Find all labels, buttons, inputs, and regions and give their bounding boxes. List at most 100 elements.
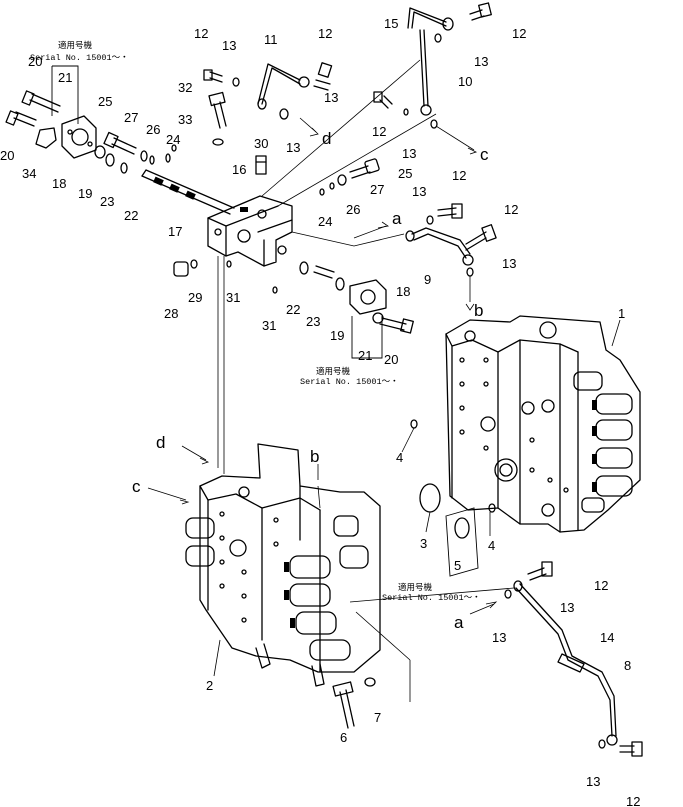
serial-range: Serial No. 15001～・ <box>300 377 399 387</box>
callout-21: 21 <box>58 70 72 85</box>
ref-b: b <box>474 301 483 320</box>
callout-13: 13 <box>324 90 338 105</box>
ref-a: a <box>454 613 464 632</box>
callout-22: 22 <box>286 302 300 317</box>
callout-27: 27 <box>370 182 384 197</box>
callout-12: 12 <box>372 124 386 139</box>
tube-part-9 <box>405 203 497 277</box>
callout-28: 28 <box>164 306 178 321</box>
callout-32: 32 <box>178 80 192 95</box>
callout-24: 24 <box>318 214 332 229</box>
callout-20: 20 <box>28 54 42 69</box>
tube-parts-8-14 <box>504 561 643 757</box>
serial-range: Serial No. 15001～・ <box>382 593 481 603</box>
main-valve-part-1 <box>445 315 641 533</box>
fittings-middle-24-27 <box>319 158 380 196</box>
callout-10: 10 <box>458 74 472 89</box>
ref-a: a <box>392 209 402 228</box>
serial-note-middle: 適用号機 Serial No. 15001～・ <box>300 366 399 387</box>
tube-part-11 <box>232 62 333 120</box>
ref-c: c <box>480 145 489 164</box>
callout-13: 13 <box>222 38 236 53</box>
callout-5: 5 <box>454 558 461 573</box>
callout-13: 13 <box>402 146 416 161</box>
callout-11: 11 <box>264 32 278 47</box>
callout-23: 23 <box>100 194 114 209</box>
callout-22: 22 <box>124 208 138 223</box>
callout-14: 14 <box>600 630 614 645</box>
callout-2: 2 <box>206 678 213 693</box>
callout-15: 15 <box>384 16 398 31</box>
callout-13: 13 <box>502 256 516 271</box>
callout-26: 26 <box>346 202 360 217</box>
callout-12: 12 <box>194 26 208 41</box>
callout-12: 12 <box>452 168 466 183</box>
ref-d: d <box>322 129 331 148</box>
serial-note-bottom: 適用号機 Serial No. 15001～・ <box>382 582 481 603</box>
callout-21: 21 <box>358 348 372 363</box>
callout-7: 7 <box>374 710 381 725</box>
callout-13: 13 <box>474 54 488 69</box>
serial-note-top-left: 適用号機 Serial No. 15001～・ <box>30 40 129 63</box>
callout-18: 18 <box>396 284 410 299</box>
serial-heading: 適用号機 <box>316 366 351 377</box>
callout-13: 13 <box>492 630 506 645</box>
callout-17: 17 <box>168 224 182 239</box>
callout-13: 13 <box>586 774 600 789</box>
callout-29: 29 <box>188 290 202 305</box>
serial-heading: 適用号機 <box>58 40 93 51</box>
callout-31: 31 <box>226 290 240 305</box>
flange-part-18-left <box>5 90 106 159</box>
callout-31: 31 <box>262 318 276 333</box>
callout-33: 33 <box>178 112 192 127</box>
callout-16: 16 <box>232 162 246 177</box>
leader-lines <box>147 59 621 702</box>
callout-27: 27 <box>124 110 138 125</box>
callout-13: 13 <box>560 600 574 615</box>
main-valve-part-2 <box>185 443 381 687</box>
callout-20: 20 <box>0 148 14 163</box>
callout-6: 6 <box>340 730 347 745</box>
bolt-part-25-left <box>103 131 155 165</box>
serial-heading: 適用号機 <box>398 582 433 593</box>
fittings-left-22-23 <box>105 144 177 174</box>
callout-12: 12 <box>504 202 518 217</box>
callout-26: 26 <box>146 122 160 137</box>
callout-12: 12 <box>626 794 640 807</box>
callout-19: 19 <box>78 186 92 201</box>
callout-34: 34 <box>22 166 36 181</box>
callout-4: 4 <box>488 538 495 553</box>
callout-13: 13 <box>286 140 300 155</box>
callout-18: 18 <box>52 176 66 191</box>
bolt-parts-6-7 <box>332 677 376 729</box>
callout-19: 19 <box>330 328 344 343</box>
callout-23: 23 <box>306 314 320 329</box>
small-valve-block <box>207 195 293 267</box>
callout-3: 3 <box>420 536 427 551</box>
flange-part-18-right <box>349 279 414 334</box>
callout-25: 25 <box>398 166 412 181</box>
callout-25: 25 <box>98 94 112 109</box>
callout-13: 13 <box>412 184 426 199</box>
plug-part-28 <box>173 259 278 294</box>
ref-d: d <box>156 433 165 452</box>
callout-20: 20 <box>384 352 398 367</box>
callout-12: 12 <box>318 26 332 41</box>
callout-12: 12 <box>594 578 608 593</box>
fittings-right-22-23 <box>299 261 345 291</box>
callout-9: 9 <box>424 272 431 287</box>
bolts-30-32-33 <box>203 69 267 175</box>
part-callouts: 1 2 3 4 4 5 6 7 8 9 10 11 12 12 12 12 12… <box>0 16 640 807</box>
reference-letters: a a b b c c d d <box>132 129 489 632</box>
callout-24: 24 <box>166 132 180 147</box>
tube-parts-15-10 <box>373 2 492 129</box>
spool-part-17 <box>141 169 235 215</box>
serial-range: Serial No. 15001～・ <box>30 53 129 63</box>
callout-8: 8 <box>624 658 631 673</box>
callout-12: 12 <box>512 26 526 41</box>
serial-brackets <box>51 65 383 359</box>
callout-30: 30 <box>254 136 268 151</box>
callout-1: 1 <box>618 306 625 321</box>
ref-c: c <box>132 477 141 496</box>
callout-4: 4 <box>396 450 403 465</box>
